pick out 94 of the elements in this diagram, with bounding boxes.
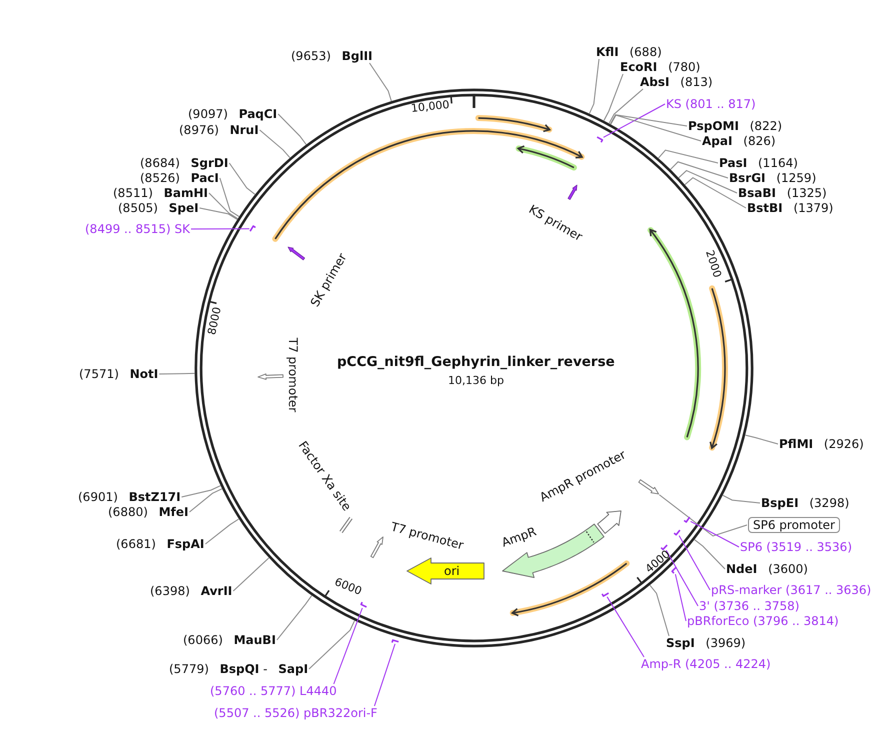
sequence-length: 10,136 bp bbox=[448, 374, 504, 388]
enzyme-site-label: (8511) BamHI bbox=[113, 186, 208, 200]
enzyme-site-label: (7571) NotI bbox=[79, 367, 158, 381]
leader-line bbox=[204, 518, 240, 544]
primer-mark-icon bbox=[391, 639, 400, 644]
enzyme-site-label: (8976) NruI bbox=[179, 123, 259, 137]
enzyme-site-label: PflMI (2926) bbox=[779, 437, 864, 451]
primer-mark-icon bbox=[596, 136, 604, 143]
primer-site-label: (8499 .. 8515) SK bbox=[85, 222, 190, 236]
enzyme-site-label: BspEI (3298) bbox=[761, 496, 850, 510]
leader-line bbox=[606, 596, 644, 658]
leader-line bbox=[666, 550, 698, 606]
leader-line bbox=[199, 208, 238, 220]
enzyme-site-label: EcoRI (780) bbox=[620, 60, 700, 74]
leader-line bbox=[276, 595, 312, 640]
leader-line bbox=[610, 114, 702, 142]
enzyme-site-label: PasI (1164) bbox=[719, 156, 798, 170]
feature-label: T7 promoter bbox=[389, 520, 465, 552]
enzyme-site-label: (6901) BstZ17I bbox=[78, 490, 181, 504]
leader-line bbox=[678, 170, 738, 194]
leader-line bbox=[232, 557, 270, 592]
primer-mark-icon bbox=[682, 516, 691, 523]
enzyme-site-label: BsrGI (1259) bbox=[729, 171, 816, 185]
primer-mark-icon bbox=[601, 592, 610, 597]
leader-line bbox=[603, 74, 624, 122]
leader-line bbox=[670, 161, 728, 178]
leader-line bbox=[158, 372, 196, 374]
scale-label: 8000 bbox=[205, 306, 225, 336]
primer-site-label: pRS-marker (3617 .. 3636) bbox=[711, 583, 872, 597]
primer-site-label: 3' (3736 .. 3758) bbox=[699, 599, 800, 613]
enzyme-site-label: BsaBI (1325) bbox=[738, 186, 827, 200]
enzyme-site-label: (6880) MfeI bbox=[108, 505, 188, 519]
scale-label: 6000 bbox=[332, 575, 364, 599]
leader-line bbox=[608, 88, 644, 124]
leader-line bbox=[610, 114, 688, 126]
plasmid-title: pCCG_nit9fl_Gephyrin_linker_reverse bbox=[337, 355, 615, 369]
leader-line bbox=[259, 130, 290, 158]
leader-line bbox=[694, 539, 726, 570]
primer-site-label: (5507 .. 5526) pBR322ori-F bbox=[214, 706, 378, 720]
primer-mark-icon bbox=[360, 600, 368, 608]
enzyme-site-label: KflI (688) bbox=[596, 45, 662, 59]
scale-label: 10,000 bbox=[410, 98, 450, 116]
leader-line bbox=[678, 535, 710, 590]
primer-site-label: Amp-R (4205 .. 4224) bbox=[641, 657, 771, 671]
leader-line bbox=[722, 494, 760, 504]
enzyme-site-label: (5779) BspQI - SapI bbox=[169, 662, 308, 676]
enzyme-site-label: (6398) AvrII bbox=[150, 584, 232, 598]
leader-line bbox=[308, 620, 356, 670]
enzyme-site-label: (6681) FspAI bbox=[116, 537, 204, 551]
promoter-arrow-icon bbox=[638, 479, 660, 495]
feature-callout: SP6 promoter bbox=[748, 517, 840, 533]
primer-site-label: KS (801 .. 817) bbox=[666, 97, 756, 111]
leader-line bbox=[690, 520, 740, 548]
leader-line bbox=[190, 228, 250, 230]
feature-label: ori bbox=[444, 564, 460, 578]
enzyme-site-label: AbsI (813) bbox=[640, 75, 713, 89]
leader-line bbox=[684, 177, 746, 208]
enzyme-site-label: PspOMI (822) bbox=[688, 119, 782, 133]
leader-line bbox=[658, 150, 718, 164]
leader-line bbox=[181, 485, 221, 498]
enzyme-site-label: (8684) SgrDI bbox=[140, 156, 228, 170]
leader-line bbox=[603, 104, 666, 138]
primer-mark-icon bbox=[671, 566, 678, 574]
enzyme-site-label: (8526) PacI bbox=[140, 171, 219, 185]
primer-site-label: SP6 (3519 .. 3536) bbox=[740, 540, 852, 554]
leader-line bbox=[333, 608, 363, 684]
leader-line bbox=[674, 574, 686, 622]
feature-label: T7 promoter bbox=[286, 338, 300, 412]
primer-mark-icon bbox=[660, 544, 668, 550]
enzyme-site-label: NdeI (3600) bbox=[726, 562, 808, 576]
feature-label: AmpR bbox=[500, 524, 538, 550]
primer-site-label: pBRforEco (3796 .. 3814) bbox=[687, 614, 839, 628]
enzyme-site-label: (8505) SpeI bbox=[118, 201, 199, 215]
enzyme-site-label: (9653) BglII bbox=[291, 49, 372, 63]
leader-line bbox=[278, 114, 307, 145]
primer-mark-icon bbox=[673, 528, 682, 536]
enzyme-site-label: (6066) MauBI bbox=[183, 633, 276, 647]
enzyme-site-label: (9097) PaqCI bbox=[188, 107, 278, 121]
primer-mark-icon bbox=[249, 225, 257, 232]
leader-line bbox=[744, 434, 778, 444]
leader-line bbox=[369, 62, 392, 102]
leader-line bbox=[188, 488, 222, 512]
enzyme-site-label: ApaI (826) bbox=[702, 134, 776, 148]
scale-label: 2000 bbox=[702, 248, 724, 280]
leader-line bbox=[374, 643, 396, 706]
primer-site-label: (5760 .. 5777) L4440 bbox=[210, 684, 337, 698]
leader-line bbox=[588, 58, 600, 114]
leader-line bbox=[658, 494, 748, 537]
enzyme-site-label: SspI (3969) bbox=[666, 636, 746, 650]
leader-line bbox=[228, 162, 256, 195]
enzyme-site-label: BstBI (1379) bbox=[747, 201, 834, 215]
leader-line bbox=[219, 178, 240, 218]
leader-line bbox=[649, 584, 670, 636]
leader-line bbox=[208, 192, 238, 220]
